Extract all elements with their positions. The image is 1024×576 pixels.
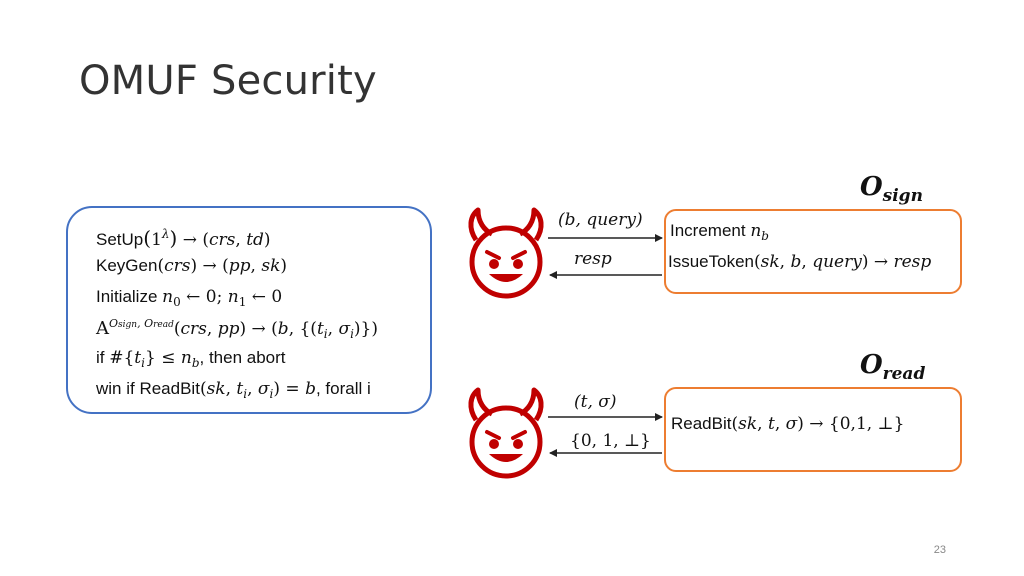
- read-oracle-label: Oread: [860, 350, 926, 384]
- read-oracle-box: [664, 387, 962, 472]
- sign-oracle-label: Osign: [860, 172, 923, 206]
- issue-token-line: IssueToken(sk, b, query) → resp: [668, 252, 932, 272]
- initialize-line: Initialize n0 ← 0; n1 ← 0: [96, 287, 283, 309]
- sign-response-label: resp: [574, 249, 612, 269]
- increment-label: Increment: [670, 221, 746, 240]
- abort-line: if #{ti} ≤ nb, then abort: [96, 348, 286, 370]
- read-query-label: (t, σ): [574, 392, 617, 412]
- issue-token-label: IssueToken: [668, 252, 754, 271]
- page-number: 23: [933, 544, 946, 556]
- adversary-call-line: AOsign, Oread(crs, pp) → (b, {(ti, σi)}): [96, 317, 378, 341]
- setup-line: SetUp(1λ) → (crs, td): [96, 226, 271, 250]
- forall-label: , forall i: [315, 379, 371, 398]
- win-label: win if ReadBit: [96, 379, 200, 398]
- then-abort-label: , then abort: [199, 348, 286, 367]
- keygen-line: KeyGen(crs) → (pp, sk): [96, 256, 288, 276]
- devil-face-icon: [468, 207, 544, 299]
- security-game-box: [66, 206, 432, 414]
- sign-oracle-box: [664, 209, 962, 294]
- initialize-label: Initialize: [96, 287, 158, 306]
- if-label: if: [96, 348, 105, 367]
- readbit-line: ReadBit(sk, t, σ) → {0,1, ⊥}: [671, 414, 905, 434]
- readbit-label: ReadBit: [671, 414, 732, 433]
- increment-line: Increment nb: [670, 221, 769, 243]
- slide-title: OMUF Security: [79, 58, 377, 104]
- read-response-label: {0, 1, ⊥}: [570, 431, 651, 451]
- keygen-label: KeyGen: [96, 256, 158, 275]
- sign-query-label: (b, query): [558, 210, 643, 230]
- setup-label: SetUp: [96, 230, 144, 249]
- win-line: win if ReadBit(sk, ti, σi) = b, forall i: [96, 379, 371, 401]
- devil-face-icon: [468, 387, 544, 479]
